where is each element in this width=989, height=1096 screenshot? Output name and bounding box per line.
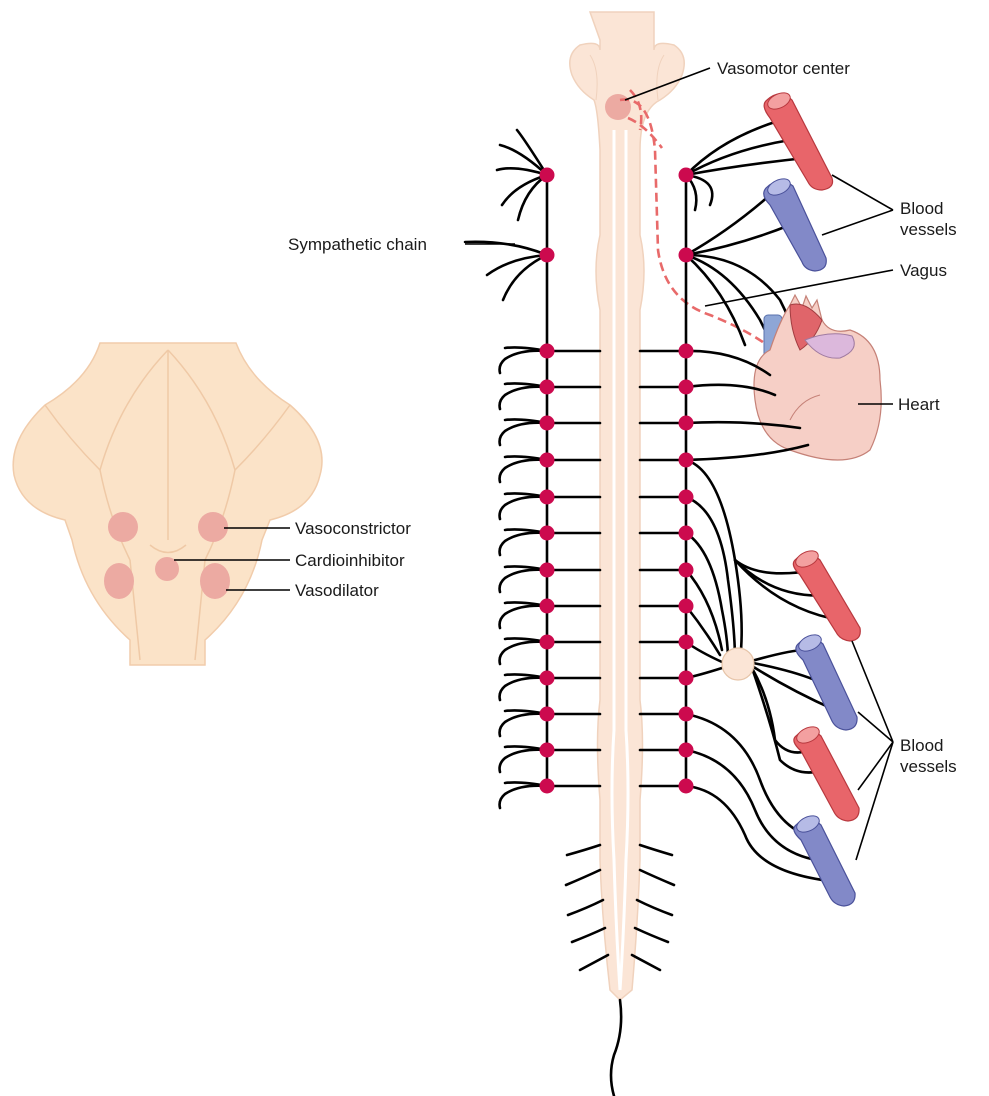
ganglion-node (540, 671, 555, 686)
spinal-nerve-left (500, 460, 547, 482)
ganglion-node (679, 168, 694, 183)
ganglion-node (679, 344, 694, 359)
heart-icon (754, 295, 881, 460)
brainstem-icon (13, 343, 322, 665)
ganglion-node (679, 635, 694, 650)
ganglion-node (540, 344, 555, 359)
blood-vessels-bottom-leader-3 (858, 742, 893, 790)
segmental-nerves (500, 347, 686, 808)
vasoconstrictor-center-left (108, 512, 138, 542)
blood-vessels-bottom-leader-4 (856, 742, 893, 860)
ganglion-node (540, 168, 555, 183)
spinal-nerve-left (500, 351, 547, 373)
ganglion-node (540, 635, 555, 650)
ganglion-node (679, 707, 694, 722)
artery-icon (764, 90, 832, 190)
vagus-leader (705, 270, 893, 306)
sympathetic-chain-label: Sympathetic chain (288, 235, 427, 254)
vasodilator-center-left (104, 563, 134, 599)
spinal-nerve-left (500, 714, 547, 736)
ganglion-node (679, 248, 694, 263)
ganglion-node (540, 743, 555, 758)
ganglion-node (540, 563, 555, 578)
blood-vessels-top-label-2: vessels (900, 220, 957, 239)
spinal-nerve-left (500, 533, 547, 555)
ganglion-node (679, 416, 694, 431)
ganglion-node (679, 453, 694, 468)
vein-icon (794, 813, 855, 906)
ganglion-node (540, 248, 555, 263)
spinal-nerve-left (500, 570, 547, 592)
spinal-nerve-left (500, 423, 547, 445)
ganglion-node (679, 380, 694, 395)
spinal-nerve-left (500, 750, 547, 772)
spinal-nerve-left (500, 387, 547, 409)
filum-terminale (611, 1000, 621, 1096)
ganglion-node (540, 380, 555, 395)
spinal-nerve-left (500, 678, 547, 700)
ganglion-node (540, 526, 555, 541)
ganglion-node (540, 453, 555, 468)
vagus-label: Vagus (900, 261, 947, 280)
ganglion-node (679, 599, 694, 614)
blood-vessels-top-leader-1 (832, 175, 893, 210)
vasomotor-center-label: Vasomotor center (717, 59, 850, 78)
ganglion-node (679, 779, 694, 794)
spinal-nerve-left (500, 786, 547, 808)
blood-vessels-bottom-label-1: Blood (900, 736, 943, 755)
ganglion-node (679, 526, 694, 541)
vasomotor-center-node (605, 94, 631, 120)
upper-left-fibers (465, 130, 547, 300)
prevertebral-ganglion (722, 648, 754, 680)
vein-icon (796, 632, 857, 730)
ganglion-node (679, 563, 694, 578)
vasoconstrictor-center-right (198, 512, 228, 542)
vasodilator-label: Vasodilator (295, 581, 379, 600)
ganglion-node (540, 707, 555, 722)
spinal-cord-icon (570, 12, 684, 1096)
cardioinhibitor-label: Cardioinhibitor (295, 551, 405, 570)
blood-vessels-top-label-1: Blood (900, 199, 943, 218)
spinal-nerve-left (500, 606, 547, 628)
vasodilator-center-right (200, 563, 230, 599)
blood-vessels-bottom-label-2: vessels (900, 757, 957, 776)
ganglion-node (540, 599, 555, 614)
ganglion-node (679, 490, 694, 505)
ganglion-node (540, 416, 555, 431)
ganglion-node (540, 490, 555, 505)
vasoconstrictor-label: Vasoconstrictor (295, 519, 411, 538)
spinal-nerve-left (500, 642, 547, 664)
spinal-nerve-left (500, 497, 547, 519)
ganglion-node (540, 779, 555, 794)
heart-label: Heart (898, 395, 940, 414)
ganglion-node (679, 743, 694, 758)
ganglion-node (679, 671, 694, 686)
blood-vessels-top-leader-2 (822, 210, 893, 235)
blood-vessels-bottom-leader-1 (852, 641, 893, 742)
